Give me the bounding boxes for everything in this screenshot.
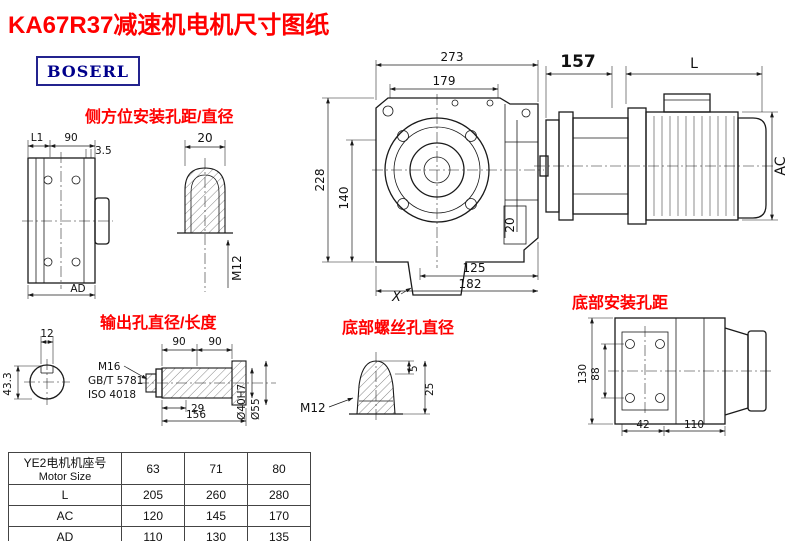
dim-L1: L1 (31, 132, 44, 144)
table-row-AD: AD 110 130 135 (8, 526, 311, 541)
label-M16: M16 (98, 361, 121, 373)
dim-90-b: 90 (208, 336, 221, 348)
table-header-en: Motor Size (38, 471, 92, 483)
dim-43-3: 43.3 (2, 372, 14, 395)
brand-logo-text: BOSERL (46, 61, 130, 81)
label-output-hole: 输出孔直径/长度 (100, 315, 217, 332)
table-row-AC: AC 120 145 170 (8, 505, 311, 527)
dim-110: 110 (684, 419, 704, 431)
dim-25: 25 (424, 383, 436, 396)
main-front-view: 273 179 20 (313, 50, 544, 305)
dim-AD: AD (70, 283, 85, 295)
label-bottom-mount: 底部安装孔距 (572, 295, 669, 312)
table-size-63: 63 (121, 452, 185, 485)
dim-M12-hole: M12 (230, 255, 244, 281)
cell-AC-71: 145 (184, 505, 248, 527)
cell-L-80: 280 (247, 484, 311, 506)
label-GBT5781: GB/T 5781 (88, 375, 143, 387)
dim-156: 156 (186, 409, 206, 421)
cell-AD-80: 135 (247, 526, 311, 541)
label-side-mount: 侧方位安装孔距/直径 (85, 109, 234, 126)
dim-AC: AC (773, 156, 789, 175)
row-label-AD: AD (8, 526, 122, 541)
dim-179: 179 (433, 74, 456, 88)
dim-182: 182 (459, 277, 482, 291)
dim-29: 29 (191, 403, 204, 415)
dim-12: 12 (40, 328, 53, 340)
side-flange-view: L1 90 3.5 AD (22, 132, 113, 299)
cell-AD-63: 110 (121, 526, 185, 541)
cell-L-63: 205 (121, 484, 185, 506)
label-bottom-screw: 底部螺丝孔直径 (342, 320, 455, 337)
dim-20-hole: 20 (197, 131, 212, 145)
dim-L: L (690, 56, 698, 72)
bottom-mount-view: 130 88 42 110 (577, 317, 772, 436)
motor-dimension-table: YE2电机机座号 Motor Size 63 71 80 L 205 260 2… (8, 452, 311, 541)
table-size-71: 71 (184, 452, 248, 485)
side-hole-profile: 20 M12 (177, 131, 244, 292)
dim-M12-screw: M12 (300, 401, 326, 415)
cell-AD-71: 130 (184, 526, 248, 541)
bottom-screw-view: M12 5 25 (300, 352, 436, 422)
dim-88: 88 (590, 367, 602, 380)
dim-20-shaft: 20 (503, 217, 517, 232)
dim-140: 140 (337, 187, 351, 210)
dim-42: 42 (636, 419, 649, 431)
dim-3-5: 3.5 (95, 145, 112, 157)
dim-5: 5 (408, 365, 420, 372)
page-title: KA67R37减速机电机尺寸图纸 (8, 12, 330, 39)
label-x: X (391, 290, 402, 305)
row-label-L: L (8, 484, 122, 506)
table-row-L: L 205 260 280 (8, 484, 311, 506)
table-header-cn: YE2电机机座号 (23, 456, 107, 470)
output-shaft-view: 12 43.3 M16 GB/T 5781 ISO 4018 (2, 328, 276, 426)
dim-55: Ø55 (250, 398, 262, 420)
table-header-row: YE2电机机座号 Motor Size 63 71 80 (8, 452, 311, 485)
dim-90-a: 90 (172, 336, 185, 348)
brand-logo: BOSERL (36, 56, 140, 86)
label-ISO4018: ISO 4018 (88, 389, 136, 401)
dim-90-flange: 90 (64, 132, 77, 144)
table-header-motor-size: YE2电机机座号 Motor Size (8, 452, 122, 485)
dim-228: 228 (313, 169, 327, 192)
row-label-AC: AC (8, 505, 122, 527)
dim-273: 273 (441, 50, 464, 64)
table-size-80: 80 (247, 452, 311, 485)
cell-AC-63: 120 (121, 505, 185, 527)
dim-125: 125 (463, 261, 486, 275)
dim-40H7: Ø40H7 (236, 384, 248, 420)
motor-side-view: 157 L (534, 52, 789, 225)
cell-L-71: 260 (184, 484, 248, 506)
dim-130: 130 (577, 364, 589, 384)
dim-157: 157 (560, 52, 596, 72)
cell-AC-80: 170 (247, 505, 311, 527)
